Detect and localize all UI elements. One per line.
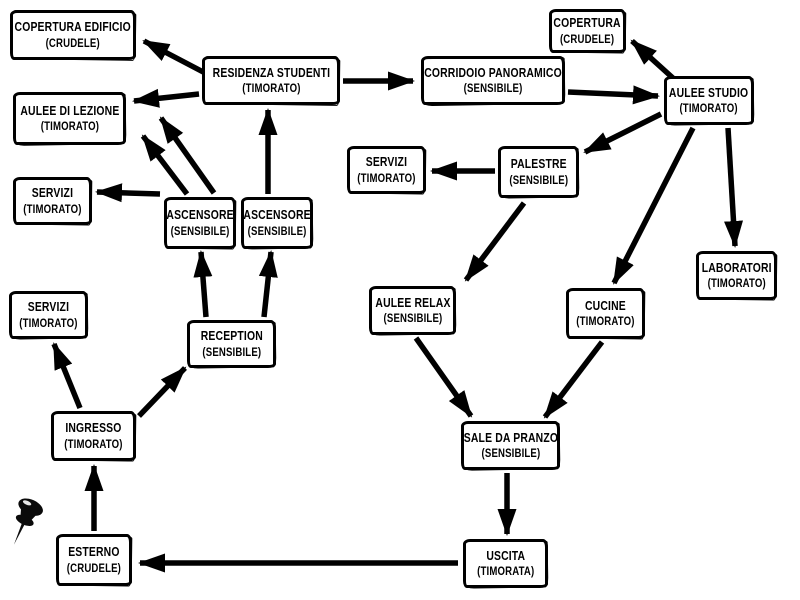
edge-aulee-studio--copertura — [630, 38, 676, 82]
edge-palestre--aulee-relax — [463, 201, 527, 282]
edge-residenza-studenti--copertura-edificio — [142, 38, 209, 77]
edge-aulee-relax--sale-da-pranzo — [413, 336, 474, 418]
edge-ingresso--reception — [137, 366, 187, 418]
pushpin-icon — [13, 498, 43, 545]
edge-cucine--sale-da-pranzo — [542, 340, 605, 419]
edge-reception--ascensore-2 — [258, 250, 278, 318]
edge-ascensore-1--aulee-di-lezione — [140, 134, 190, 196]
edge-reception--ascensore-1 — [193, 250, 213, 318]
edge-aulee-studio--palestre — [583, 111, 663, 155]
edge-ascensore-1--residenza-studenti — [158, 116, 217, 195]
edge-ingresso--servizi-sud — [51, 342, 83, 410]
edge-aulee-studio--laboratori — [724, 127, 744, 248]
edge-aulee-studio--cucine — [611, 126, 696, 285]
edge-corridoio-panoramico--aulee-studio — [567, 85, 660, 105]
edge-ascensore-1--servizi-ovest — [95, 183, 161, 203]
edge-residenza-studenti--aulee-di-lezione — [132, 88, 200, 108]
